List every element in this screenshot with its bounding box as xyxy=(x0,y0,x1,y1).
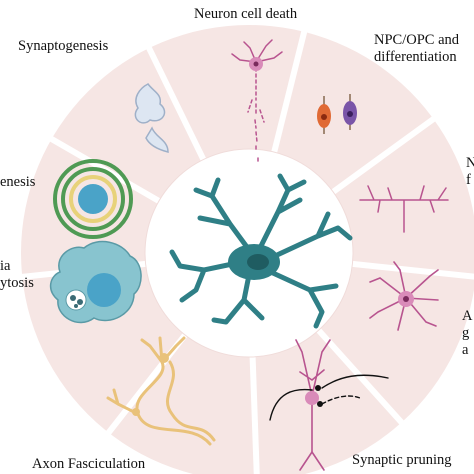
fasciculated-axons-icon xyxy=(106,336,216,446)
segment-divider xyxy=(249,356,260,474)
segment-label-axon-fasciculation: Axon Fasciculation xyxy=(32,456,146,472)
phagocytic-microglia-icon xyxy=(49,240,142,324)
segment-label-synaptic-pruning: Synaptic pruning xyxy=(352,452,452,468)
segment-label-neuron-cell-death: Neuron cell death xyxy=(194,6,298,22)
segment-dividers xyxy=(9,19,474,474)
neuron-with-fragmented-axon-icon xyxy=(231,39,283,163)
segment-divider xyxy=(39,130,161,204)
pruned-neurons-icon xyxy=(269,339,389,471)
synapse-icon xyxy=(134,83,169,153)
progenitor-cells-icon xyxy=(317,94,357,134)
myelinated-axon-icon xyxy=(53,159,133,239)
branching-process-icon xyxy=(359,185,449,233)
segment-label-synaptogenesis: Synaptogenesis xyxy=(18,38,109,54)
microglia-cell-icon xyxy=(169,173,353,329)
segment-divider xyxy=(331,109,445,195)
segment-divider xyxy=(352,260,474,280)
segment-divider xyxy=(141,35,207,161)
segment-label-genesis: enesis xyxy=(0,174,36,190)
segment-divider xyxy=(316,328,412,434)
astrocyte-icon xyxy=(369,261,439,331)
segment-divider xyxy=(271,19,311,153)
